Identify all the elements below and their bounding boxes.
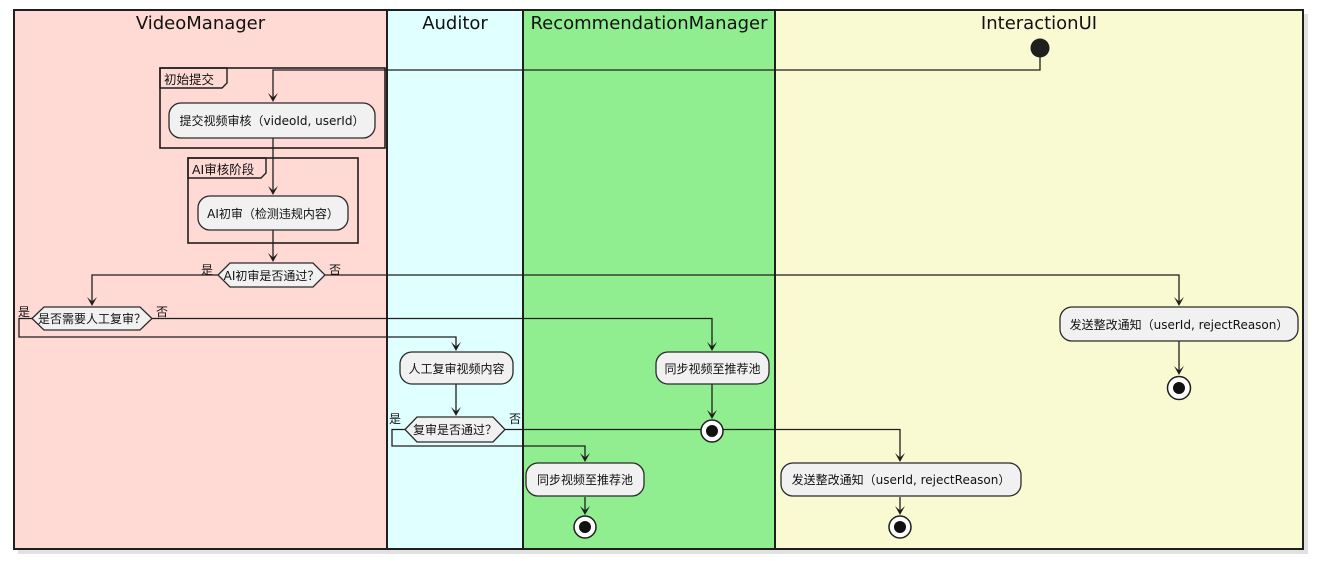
end-node-dot [1173,382,1185,394]
lane-auditor [386,9,524,550]
arrowhead [268,186,278,195]
edge-needmanual-no [152,317,713,347]
lane-recommendationmanager [522,9,776,550]
decision-ai-pass [217,262,326,288]
end-node-dot [894,521,906,533]
partition-ai-review-stage-tab [187,157,267,179]
arrowhead [707,410,717,419]
activity-notify-2 [780,462,1022,497]
activity-manual-review [399,351,514,385]
arrowhead [1174,297,1184,306]
activity-notify-1 [1059,306,1299,342]
lane-interactionui [774,9,1304,550]
arrowhead [1174,366,1184,375]
decision-review-pass [404,416,506,443]
arrowhead [895,506,905,515]
end-nodes [573,375,1192,539]
arrowhead [580,453,590,462]
edge-aipass-yes [91,274,218,302]
edge-reviewpass-no [505,428,901,458]
activity-ai-initial-review [197,195,349,231]
arrowhead [895,453,905,462]
arrowhead [451,342,461,351]
start-node [1030,38,1050,58]
arrowhead [707,342,717,351]
end-node-dot [706,425,718,437]
edge-reviewpass-yes [391,428,586,458]
arrowhead [87,297,97,306]
edge-start-to-submit [272,57,1041,98]
activity-submit-video-review [168,102,376,139]
arrowhead [268,253,278,262]
edge-aipass-no [325,274,1180,302]
lane-videomanager [13,9,388,550]
arrowhead [268,93,278,102]
end-node-dot [579,521,591,533]
decision-need-manual [31,306,153,331]
activity-sync-pool-2 [525,462,645,497]
activity-sync-pool-1 [655,351,770,385]
edge-needmanual-yes [18,317,457,347]
partition-initial-submit-tab [159,67,228,89]
arrowhead [451,407,461,416]
arrowhead [580,506,590,515]
